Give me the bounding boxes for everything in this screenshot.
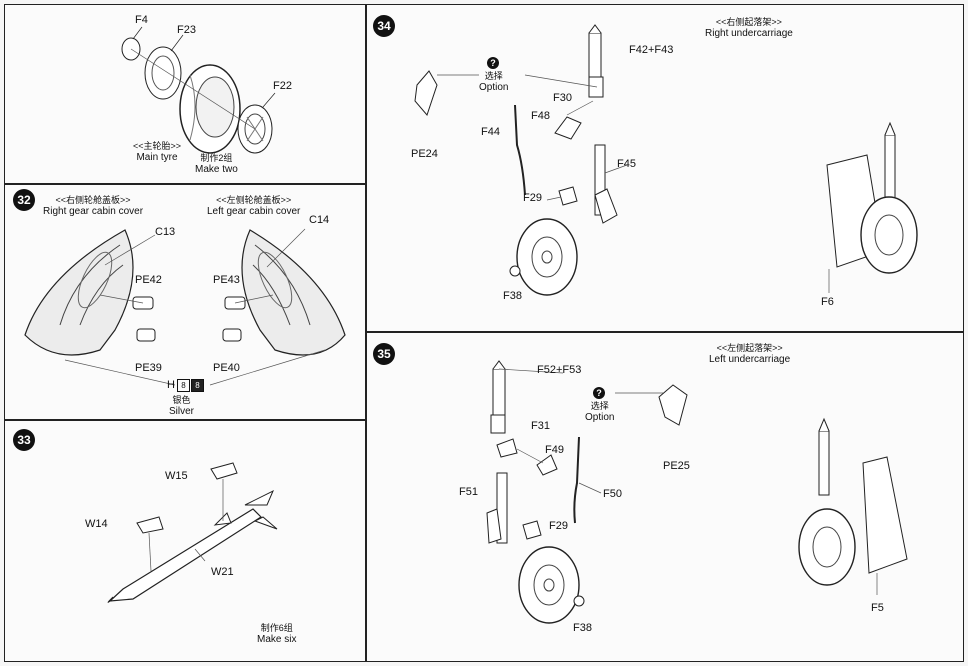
- option-en-35: Option: [585, 411, 615, 423]
- label-f23: F23: [177, 24, 196, 36]
- make-six-cn: 制作6组: [260, 623, 293, 633]
- label-pe43: PE43: [213, 274, 240, 286]
- main-tyre-en: Main tyre: [136, 152, 178, 164]
- make-two-cn: 制作2组: [200, 153, 233, 163]
- gear-cover-drawing: [24, 228, 346, 386]
- label-f5: F5: [871, 602, 884, 614]
- label-f49: F49: [545, 444, 564, 456]
- step-number-34: 34: [373, 15, 395, 37]
- step-number-33: 33: [13, 429, 35, 451]
- label-f6: F6: [821, 296, 834, 308]
- step-number-32: 32: [13, 189, 35, 211]
- paint-en: Silver: [169, 406, 195, 418]
- option-en-34: Option: [479, 81, 509, 93]
- panel-step-35: 35 <<左侧起落架>> Left undercarriage: [366, 332, 964, 662]
- panel-step-34: 34 <<右侧起落架>> Right undercarriage: [366, 4, 964, 332]
- label-f38: F38: [503, 290, 522, 302]
- paint-box-1: 8: [176, 379, 190, 392]
- label-f50: F50: [603, 488, 622, 500]
- option-cn-34: 选择: [484, 71, 503, 81]
- label-f38: F38: [573, 622, 592, 634]
- label-w14: W14: [85, 518, 108, 530]
- label-pe40: PE40: [213, 362, 240, 374]
- left-undercarriage-title: <<左侧起落架>> Left undercarriage: [709, 343, 790, 367]
- right-undercarriage-drawing: [414, 24, 918, 296]
- label-f29: F29: [523, 192, 542, 204]
- main-tyre-cn: <<主轮胎>>: [133, 141, 182, 151]
- label-f31: F31: [531, 420, 550, 432]
- label-c13: C13: [155, 226, 176, 238]
- paint-box-2: 8: [190, 379, 204, 392]
- left-undercarriage-cn: <<左侧起落架>>: [716, 343, 783, 353]
- label-pe39: PE39: [135, 362, 162, 374]
- option-label-34: 选择 Option: [479, 71, 508, 94]
- option-label-35: 选择 Option: [585, 401, 614, 424]
- panel-step-32: 32 <<右侧轮舱盖板>> Right gear cabin cover <<左…: [4, 184, 366, 420]
- option-cn-35: 选择: [590, 401, 609, 411]
- right-gear-cover-cn: <<右侧轮舱盖板>>: [55, 195, 131, 205]
- left-undercarriage-drawing: [486, 360, 908, 624]
- make-six-en: Make six: [257, 634, 297, 646]
- panel-step-33: 33 W15 W14 W21 制作6组 Make six: [4, 420, 366, 662]
- left-gear-cover-en: Left gear cabin cover: [207, 206, 301, 218]
- label-f48: F48: [531, 110, 550, 122]
- left-gear-cover-title: <<左侧轮舱盖板>> Left gear cabin cover: [207, 195, 300, 219]
- missile-drawing: [107, 462, 278, 603]
- option-icon-34: ?: [487, 57, 499, 69]
- paint-cn: 银色: [172, 395, 191, 405]
- label-pe24: PE24: [411, 148, 438, 160]
- right-undercarriage-title: <<右侧起落架>> Right undercarriage: [705, 17, 793, 41]
- right-undercarriage-cn: <<右侧起落架>>: [715, 17, 782, 27]
- label-c14: C14: [309, 214, 330, 226]
- right-gear-cover-title: <<右侧轮舱盖板>> Right gear cabin cover: [43, 195, 143, 219]
- right-gear-cover-en: Right gear cabin cover: [43, 206, 144, 218]
- main-tyre-caption: <<主轮胎>> Main tyre: [133, 141, 181, 165]
- option-icon-35: ?: [593, 387, 605, 399]
- make-two-caption: 制作2组 Make two: [195, 153, 238, 177]
- step-number-35: 35: [373, 343, 395, 365]
- label-f42-f43: F42+F43: [629, 44, 674, 56]
- make-six-caption: 制作6组 Make six: [257, 623, 296, 647]
- label-f45: F45: [617, 158, 636, 170]
- left-gear-cover-cn: <<左侧轮舱盖板>>: [216, 195, 292, 205]
- label-f22: F22: [273, 80, 292, 92]
- right-undercarriage-en: Right undercarriage: [705, 28, 793, 40]
- make-two-en: Make two: [195, 164, 238, 176]
- label-f4: F4: [135, 14, 148, 26]
- tyre-drawing: [121, 26, 276, 154]
- label-w15: W15: [165, 470, 188, 482]
- label-f29: F29: [549, 520, 568, 532]
- label-f30: F30: [553, 92, 572, 104]
- label-f52-f53: F52+F53: [537, 364, 582, 376]
- label-f51: F51: [459, 486, 478, 498]
- left-undercarriage-en: Left undercarriage: [709, 354, 791, 366]
- paint-caption: 银色 Silver: [169, 395, 194, 419]
- paint-code: H: [167, 379, 175, 391]
- label-w21: W21: [211, 566, 234, 578]
- label-f44: F44: [481, 126, 500, 138]
- label-pe25: PE25: [663, 460, 690, 472]
- panel-main-tyre: F4 F23 F22 <<主轮胎>> Main tyre 制作2组 Make t…: [4, 4, 366, 184]
- label-pe42: PE42: [135, 274, 162, 286]
